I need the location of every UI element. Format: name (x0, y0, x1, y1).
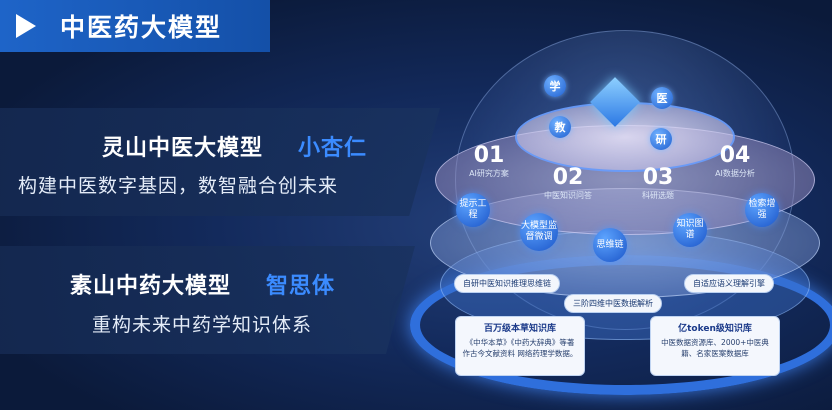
band2-subtitle: 重构未来中药学知识体系 (92, 314, 313, 336)
card-herbal-kb: 百万级本草知识库 《中华本草》《中药大辞典》等著作古今文献资料 网络药理学数据。 (455, 316, 585, 376)
band1-subtitle: 构建中医数字基因，数智融合创未来 (18, 175, 339, 197)
letter-yan: 研 (650, 128, 672, 150)
pill-cot-reasoning: 自研中医知识推理思维链 (454, 274, 560, 293)
node-kg: 知识图谱 (673, 213, 707, 247)
page-title: 中医药大模型 (60, 13, 223, 42)
pill-semantic-engine: 自适应语义理解引擎 (684, 274, 774, 293)
node-prompt-engineering: 提示工程 (456, 193, 490, 227)
band2-accent: 智思体 (266, 274, 336, 299)
band2-name: 素山中药大模型 (70, 274, 232, 299)
dome-diagram: 学 医 教 研 01 AI研究方案 02 中医知识问答 03 科研选题 04 A… (410, 30, 832, 410)
stage-num-04: 04 (719, 143, 751, 168)
letter-xue: 学 (544, 75, 566, 97)
node-rag: 检索增强 (745, 193, 779, 227)
card-token-body: 中医数据资源库、2000+中医典籍、名家医案数据库 (661, 338, 769, 358)
card-token-kb: 亿token级知识库 中医数据资源库、2000+中医典籍、名家医案数据库 (650, 316, 780, 376)
title-bar: 中医药大模型 (0, 0, 270, 52)
card-token-title: 亿token级知识库 (678, 324, 752, 334)
band-sushan (0, 246, 415, 354)
node-sft: 大模型监督微调 (520, 213, 558, 251)
stage-num-01: 01 (473, 143, 505, 168)
letter-jiao: 教 (549, 116, 571, 138)
stage-label-01: AI研究方案 (469, 169, 509, 178)
play-triangle-icon (16, 14, 36, 38)
letter-yi: 医 (651, 87, 673, 109)
band1-name: 灵山中医大模型 (102, 136, 264, 161)
stage-label-04: AI数据分析 (715, 169, 755, 178)
card-herbal-body: 《中华本草》《中药大辞典》等著作古今文献资料 网络药理学数据。 (462, 338, 578, 358)
card-herbal-title: 百万级本草知识库 (483, 324, 556, 334)
band1-accent: 小杏仁 (298, 136, 368, 161)
pill-data-parsing: 三阶四维中医数据解析 (564, 294, 662, 313)
stage-label-02: 中医知识问答 (544, 191, 592, 200)
band-lingshan (0, 108, 440, 216)
stage-label-03: 科研选题 (642, 191, 674, 200)
node-cot: 思维链 (593, 228, 627, 262)
stage-num-02: 02 (552, 165, 584, 190)
stage-num-03: 03 (642, 165, 674, 190)
